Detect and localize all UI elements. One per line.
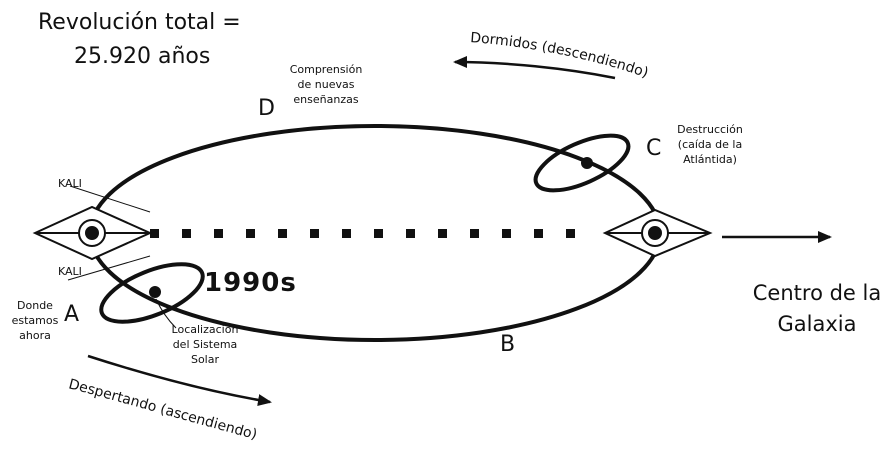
point-b-letter: B: [500, 332, 516, 357]
kali-top-line: [69, 185, 151, 213]
right-eye-diamond-icon: [602, 208, 713, 258]
a-text-line: estamos: [11, 314, 59, 327]
point-a-letter: A: [64, 302, 80, 327]
left-eye-diamond-icon: [32, 205, 153, 261]
small-orbit-c-icon: [533, 133, 631, 193]
descending-text: Dormidos (descendiendo): [470, 30, 651, 81]
solar-text-line: Localización: [171, 323, 239, 336]
total-revolution-title: Revolución total =: [38, 10, 241, 35]
galaxy-text-line: Centro de la: [752, 281, 882, 305]
dotted-axis-line: [150, 229, 575, 238]
ascending-arrow: [87, 354, 272, 406]
d-text-line: de nuevas: [297, 78, 355, 91]
kali-bottom-line: [67, 255, 151, 281]
point-c-letter: C: [646, 136, 662, 161]
galaxy-text-line: Galaxia: [777, 312, 857, 336]
descending-arrow: [453, 56, 616, 80]
total-revolution-years: 25.920 años: [74, 44, 211, 69]
a-text-line: Donde: [17, 299, 53, 312]
c-text-line: (caída de la: [677, 138, 743, 151]
a-text-line: ahora: [19, 329, 51, 342]
solar-text-line: del Sistema: [172, 338, 238, 351]
point-c-description: Destrucción (caída de la Atlántida): [662, 122, 758, 167]
c-text-line: Destrucción: [677, 123, 743, 136]
decade-label: 1990s: [204, 268, 297, 298]
d-text-line: Comprensión: [289, 63, 363, 76]
point-a-description: Donde estamos ahora: [4, 298, 66, 343]
galaxy-center-label: Centro de la Galaxia: [742, 278, 892, 340]
ascending-text: Despertando (ascendiendo): [67, 376, 259, 443]
point-d-letter: D: [258, 96, 275, 121]
small-orbit-a-icon: [99, 262, 205, 324]
solar-text-line: Solar: [190, 353, 220, 366]
c-text-line: Atlántida): [683, 153, 737, 166]
kali-bottom-label: KALI: [58, 265, 82, 278]
point-d-description: Comprensión de nuevas enseñanzas: [276, 62, 376, 107]
kali-top-label: KALI: [58, 177, 82, 190]
solar-system-description: Localización del Sistema Solar: [160, 322, 250, 367]
solar-pointer-line: [155, 298, 177, 329]
d-text-line: enseñanzas: [293, 93, 359, 106]
